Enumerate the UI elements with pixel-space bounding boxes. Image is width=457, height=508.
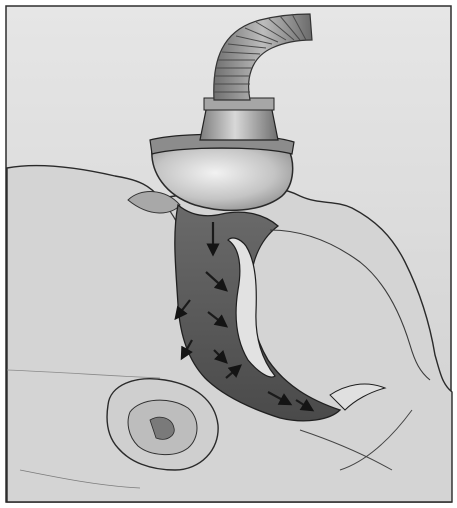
figure-frame bbox=[0, 0, 457, 508]
illustration bbox=[0, 0, 457, 508]
